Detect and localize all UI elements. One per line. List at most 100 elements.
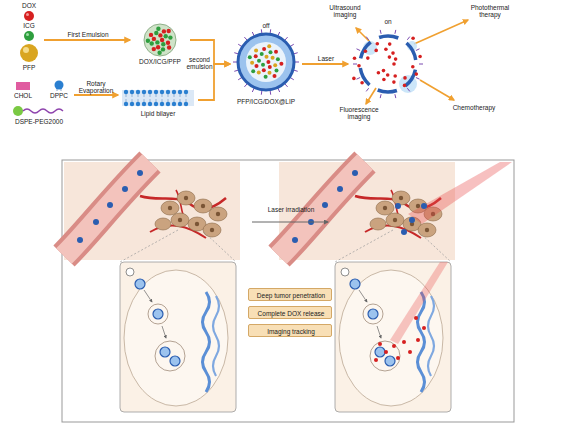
illustration-part: [24, 11, 34, 21]
illustration-part: [172, 102, 176, 106]
illustration-part: [366, 88, 376, 104]
process-arrow: [44, 39, 130, 41]
liposome-particle: offPFP/ICG/DOX@LIP: [230, 22, 302, 114]
illustration-part: [366, 37, 369, 40]
edge-label: First Emulsion: [58, 31, 118, 38]
illustration-part: [416, 78, 420, 80]
feature-tag: Deep tumor penetration: [248, 288, 332, 301]
illustration-part: [178, 90, 182, 94]
illustration-part: [357, 49, 361, 51]
lipid-bilayer: Lipid bilayer: [118, 88, 198, 122]
illustration-part: [167, 45, 171, 49]
illustration-part: [142, 102, 146, 106]
illustration-part: [26, 13, 29, 16]
illustration-part: [273, 74, 277, 78]
illustration-part: [154, 31, 158, 35]
illustration-part: [265, 55, 269, 59]
illustration-part: [416, 338, 420, 342]
illustration-part: [401, 229, 407, 235]
illustration-part: [164, 34, 168, 38]
lipid-component: CHOL: [8, 80, 38, 102]
illustration-part: [366, 88, 369, 91]
process-arrow: [74, 94, 118, 96]
illustration-part: [161, 47, 165, 51]
illustration-part: [376, 42, 380, 46]
illustration-part: [154, 102, 158, 106]
illustration-part: [148, 102, 152, 106]
illustration-part: [124, 90, 128, 94]
illustration-part: [392, 62, 396, 66]
illustration-part: [403, 76, 407, 80]
node-label: DOX: [14, 2, 44, 9]
illustration-part: [268, 71, 272, 75]
illustration-part: [160, 38, 164, 42]
illustration-part: [146, 39, 150, 43]
illustration-part: [162, 29, 166, 33]
illustration-part: [23, 47, 29, 53]
illustration-part: [136, 90, 140, 94]
burst-particle: on: [348, 18, 428, 104]
illustration-part: [411, 36, 415, 40]
feature-tag: Imaging tracking: [248, 324, 332, 337]
tumor-scene: [279, 162, 455, 412]
illustration-part: [260, 52, 264, 56]
emulsion-particle: DOX/ICG/PFP: [130, 20, 190, 72]
node-label: DSPE-PEG2000: [8, 118, 70, 125]
illustration-part: [178, 102, 182, 106]
illustration-part: [414, 20, 468, 44]
illustration-part: [374, 358, 378, 362]
illustration-part: [388, 55, 392, 59]
drug-ball: DOX: [14, 2, 44, 22]
illustration-part: [122, 90, 194, 106]
illustration-part: [353, 64, 357, 65]
function-label: Photothermal therapy: [462, 4, 518, 18]
illustration-part: [396, 356, 400, 360]
node-label: DPPC: [44, 92, 74, 99]
illustration-part: [388, 42, 392, 46]
illustration-part: [166, 90, 170, 94]
illustration-part: [172, 90, 176, 94]
illustration-part: [13, 106, 23, 116]
illustration-part: [407, 37, 410, 40]
node-label: DOX/ICG/PFP: [130, 58, 190, 65]
illustration-part: [382, 78, 386, 82]
illustration-part: [419, 64, 423, 65]
burst-particle-shape: [348, 18, 428, 104]
illustration-part: [421, 203, 427, 209]
illustration-part: [157, 51, 161, 55]
illustration-part: [394, 57, 398, 61]
node-label: PFP/ICG/DOX@LIP: [224, 98, 308, 105]
illustration-part: [390, 262, 448, 344]
illustration-part: [142, 90, 146, 94]
illustration-part: [23, 109, 63, 113]
illustration-part: [136, 102, 140, 106]
illustration-part: [262, 47, 266, 51]
illustration-part: [16, 82, 30, 90]
illustration-part: [353, 56, 357, 60]
lipid-component: DSPE-PEG2000: [8, 104, 70, 128]
node-label: off: [230, 22, 302, 29]
step-label: Laser irradiation: [256, 206, 326, 213]
illustration-part: [257, 71, 261, 75]
node-label: Lipid bilayer: [118, 110, 198, 117]
illustration-part: [364, 49, 368, 53]
lipid-component: DPPC: [44, 80, 74, 102]
function-label: Chemotherapy: [448, 104, 500, 111]
illustration-part: [248, 55, 252, 59]
illustration-part: [160, 102, 164, 106]
illustration-part: [386, 73, 390, 77]
illustration-part: [374, 49, 378, 53]
illustration-part: [246, 42, 286, 82]
illustration-part: [416, 49, 420, 51]
illustration-part: [366, 56, 370, 60]
illustration-part: [26, 33, 29, 36]
illustration-part: [377, 71, 381, 75]
illustration-part: [149, 33, 153, 37]
illustration-part: [269, 50, 273, 54]
illustration-part: [261, 63, 265, 67]
illustration-part: [264, 75, 268, 79]
illustration-part: [251, 69, 255, 73]
node-label: Deep tumor penetration: [249, 292, 333, 299]
gas-ball: PFP: [12, 42, 46, 74]
